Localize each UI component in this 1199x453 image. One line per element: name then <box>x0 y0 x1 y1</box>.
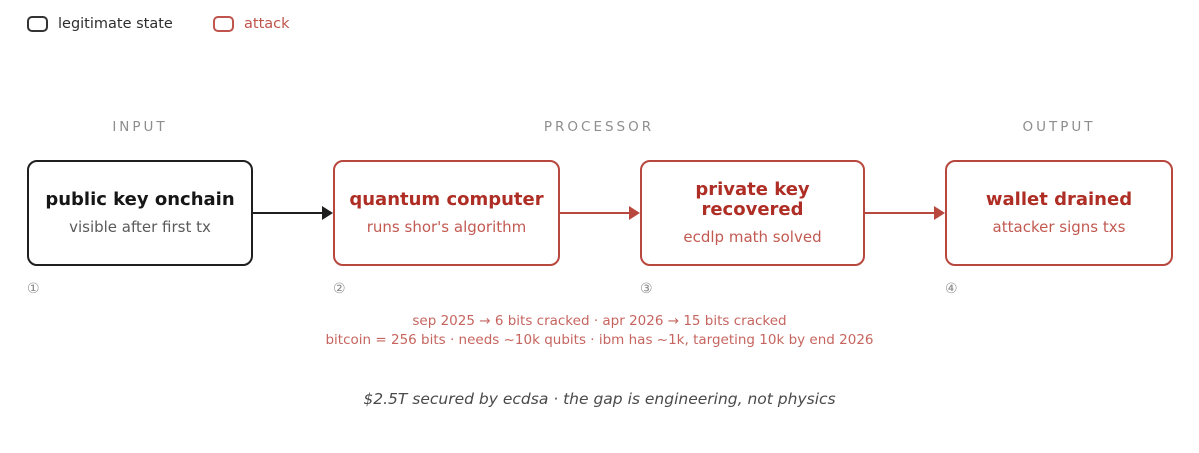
legend-item-attack: attack <box>213 16 290 32</box>
node-title: quantum computer <box>349 189 544 211</box>
node-subtitle: runs shor's algorithm <box>366 217 527 236</box>
footer-note: $2.5T secured by ecdsa · the gap is engi… <box>363 390 836 408</box>
node-public-key-onchain: public key onchain visible after first t… <box>27 160 253 266</box>
legend-item-legitimate: legitimate state <box>27 16 173 32</box>
node-subtitle: attacker signs txs <box>992 217 1126 236</box>
node-subtitle: visible after first tx <box>69 217 211 236</box>
section-header-input: INPUT <box>112 119 168 135</box>
legitimate-swatch-icon <box>27 16 48 32</box>
step-number-3: ③ <box>640 281 653 297</box>
legend-label-legitimate: legitimate state <box>58 16 173 32</box>
node-title: private key recovered <box>695 179 810 220</box>
annotation-line-2: bitcoin = 256 bits · needs ~10k qubits ·… <box>325 332 874 348</box>
node-title: public key onchain <box>45 189 235 211</box>
attack-swatch-icon <box>213 16 234 32</box>
legend-label-attack: attack <box>244 16 290 32</box>
node-quantum-computer: quantum computer runs shor's algorithm <box>333 160 560 266</box>
node-wallet-drained: wallet drained attacker signs txs <box>945 160 1173 266</box>
arrow-private-key-to-wallet <box>865 212 934 214</box>
arrowhead-icon <box>322 206 333 220</box>
node-subtitle: ecdlp math solved <box>683 227 822 246</box>
arrow-quantum-to-private-key <box>560 212 629 214</box>
attack-timeline-annotations: sep 2025 → 6 bits cracked · apr 2026 → 1… <box>0 312 1199 350</box>
step-number-2: ② <box>333 281 346 297</box>
arrowhead-icon <box>934 206 945 220</box>
arrowhead-icon <box>629 206 640 220</box>
arrow-input-to-processor <box>253 212 323 214</box>
step-number-1: ① <box>27 281 40 297</box>
annotation-line-1: sep 2025 → 6 bits cracked · apr 2026 → 1… <box>412 313 787 329</box>
node-private-key-recovered: private key recovered ecdlp math solved <box>640 160 865 266</box>
section-header-processor: PROCESSOR <box>543 119 655 135</box>
step-number-4: ④ <box>945 281 958 297</box>
section-header-output: OUTPUT <box>1022 119 1096 135</box>
node-title: wallet drained <box>985 189 1133 211</box>
